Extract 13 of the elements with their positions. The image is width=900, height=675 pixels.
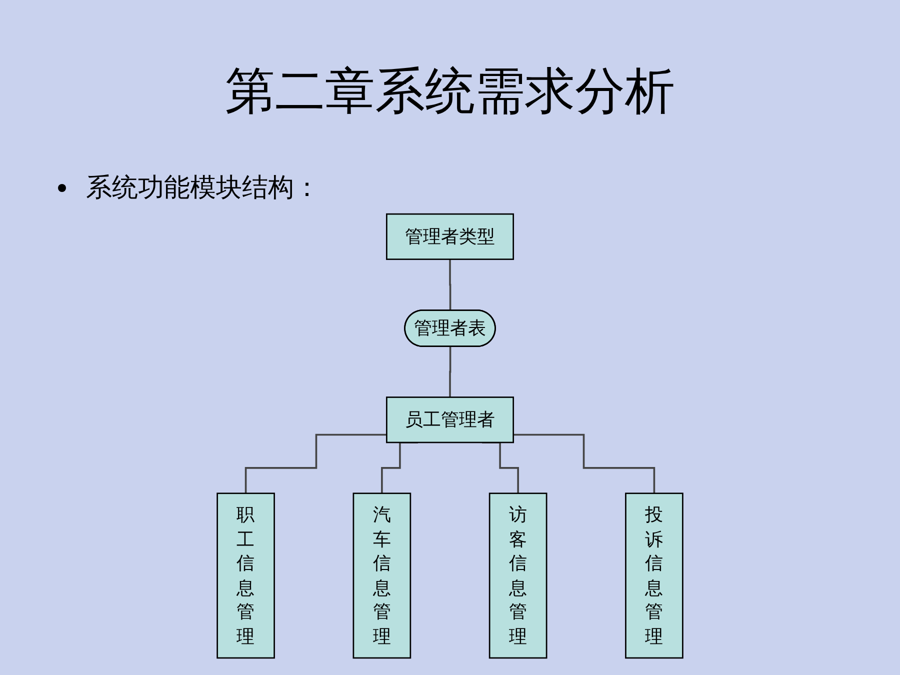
node-box xyxy=(488,492,548,659)
connector xyxy=(244,434,387,494)
connector xyxy=(449,258,452,312)
node-box xyxy=(216,492,275,659)
slide-title: 第二章系统需求分析 xyxy=(224,61,676,122)
connector xyxy=(449,346,452,398)
connector xyxy=(513,434,656,494)
node-box xyxy=(386,213,514,260)
node-box xyxy=(625,492,684,659)
module-structure-diagram: 管理者类型 管理者表 员工管理者 职工信息管理 汽车信息管理 访客信息管理 投诉信息管理 xyxy=(60,205,840,667)
node-box xyxy=(352,492,412,659)
bullet-text: 系统功能模块结构： xyxy=(86,172,320,205)
node-box xyxy=(386,396,514,444)
